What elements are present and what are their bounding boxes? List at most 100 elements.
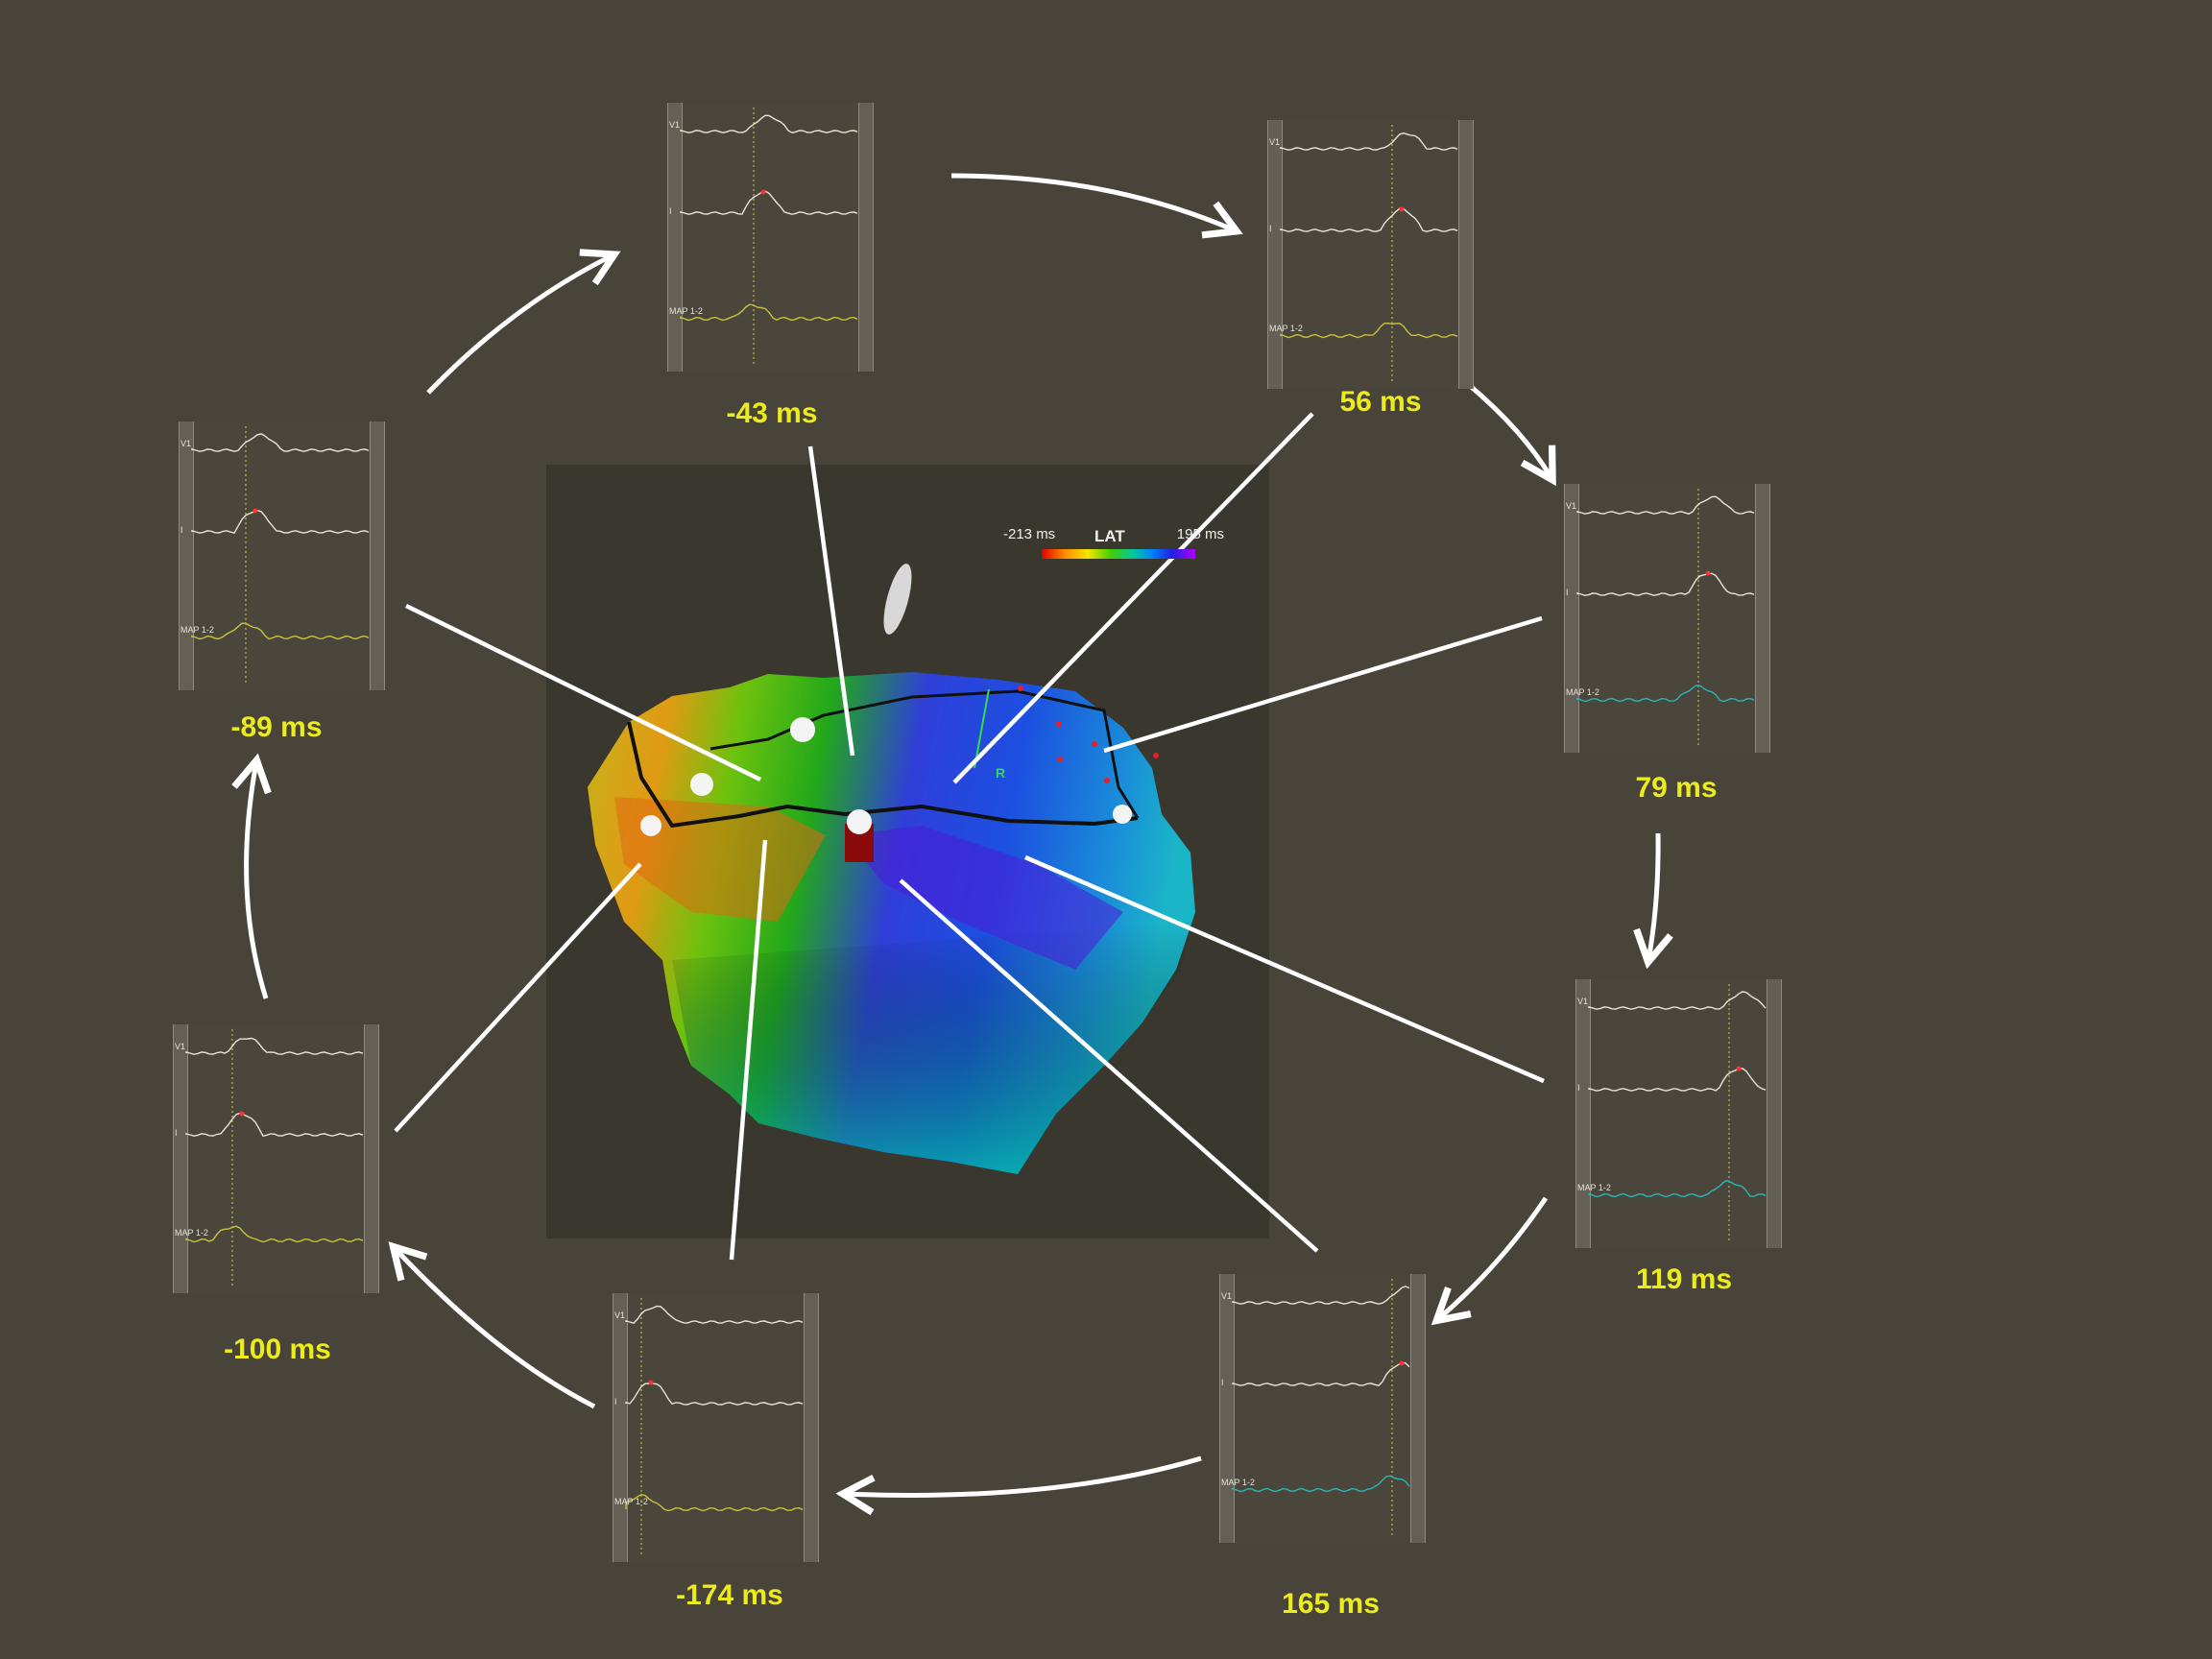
peak-marker [1705,570,1711,576]
trace-lead-i [1232,1361,1410,1386]
trace-v1 [1232,1286,1410,1305]
lead-label-lead_i: I [669,206,672,216]
trace-map [1576,685,1755,703]
lead-label-map: MAP 1-2 [1577,1183,1611,1192]
lat-color-legend: -213 ms LAT 195 ms [1003,524,1224,563]
time-label-minus174: -174 ms [676,1579,783,1611]
peak-marker [1399,206,1405,212]
trace-v1 [185,1037,364,1055]
connector-lines [394,412,1545,1261]
panel-rail-left[interactable] [613,1293,628,1562]
lead-label-v1: V1 [180,439,192,448]
time-label-minus43: -43 ms [726,397,818,429]
panel-rail-left[interactable] [1564,484,1579,753]
trace-v1 [191,433,370,452]
lead-label-map: MAP 1-2 [175,1228,208,1238]
lead-label-v1: V1 [669,120,681,130]
lead-label-v1: V1 [1577,997,1589,1006]
legend-title: LAT [1094,527,1125,545]
time-label-119: 119 ms [1635,1263,1733,1295]
lead-label-map: MAP 1-2 [1566,687,1599,697]
ecg-traces [1280,125,1458,384]
time-label-minus89: -89 ms [230,711,323,743]
lead-label-lead_i: I [1577,1083,1580,1093]
legend-max: 195 ms [1176,526,1224,542]
trace-map [185,1225,364,1243]
panel-rail-right[interactable] [364,1024,379,1293]
trace-v1 [625,1305,804,1324]
catheter-marker-label: R [996,765,1006,781]
panel-rail-right[interactable] [1458,120,1474,389]
lead-label-lead_i: I [1566,588,1569,597]
panel-rail-left[interactable] [173,1024,188,1293]
panel-rail-right[interactable] [804,1293,819,1562]
time-label-minus100: -100 ms [224,1334,331,1365]
ecg-traces [1232,1279,1410,1538]
peak-marker [252,508,258,514]
panel-rail-left[interactable] [1219,1274,1235,1543]
trace-lead-i [185,1112,364,1137]
trace-map [1588,1179,1767,1198]
lead-label-lead_i: I [1269,224,1272,233]
legend-min: -213 ms [1003,526,1056,542]
ecg-traces [1588,984,1767,1243]
lead-label-v1: V1 [614,1310,626,1320]
lead-label-map: MAP 1-2 [1269,324,1303,333]
trace-map [191,622,370,640]
lead-label-v1: V1 [175,1042,186,1051]
sequence-arrows [231,173,1673,1516]
lead-label-v1: V1 [1269,137,1281,147]
lead-label-map: MAP 1-2 [1221,1478,1255,1487]
peak-marker [1399,1360,1405,1366]
peak-marker [760,189,766,195]
trace-v1 [1576,495,1755,515]
panel-rail-right[interactable] [1410,1274,1426,1543]
peak-marker [1736,1066,1742,1071]
panel-rail-right[interactable] [1767,979,1782,1248]
panel-rail-right[interactable] [1755,484,1770,753]
lead-label-map: MAP 1-2 [180,625,214,635]
trace-v1 [1588,991,1767,1010]
panel-rail-left[interactable] [667,103,683,372]
time-label-56: 56 ms [1339,386,1422,418]
lead-label-lead_i: I [1221,1378,1224,1387]
lead-label-map: MAP 1-2 [669,306,703,316]
lead-label-lead_i: I [614,1397,617,1407]
legend-color-bar [1042,549,1195,559]
trace-map [1280,322,1458,339]
trace-map [1232,1475,1410,1493]
panel-rail-right[interactable] [370,421,385,690]
panel-rail-left[interactable] [1575,979,1591,1248]
trace-v1 [680,114,858,133]
trace-lead-i [1280,207,1458,232]
lead-label-v1: V1 [1221,1291,1233,1301]
trace-v1 [1280,132,1458,151]
trace-lead-i [625,1382,804,1406]
lat-activation-mesh[interactable] [588,561,1195,1174]
lead-label-lead_i: I [175,1128,178,1138]
trace-lead-i [1576,572,1755,596]
trace-lead-i [680,190,858,215]
lead-label-map: MAP 1-2 [614,1497,648,1506]
trace-map [625,1493,804,1512]
time-label-165: 165 ms [1282,1588,1380,1620]
time-label-79: 79 ms [1635,772,1718,804]
lead-label-lead_i: I [180,525,183,535]
trace-map [680,303,858,322]
ecg-traces [680,108,858,367]
panel-rail-left[interactable] [1267,120,1283,389]
ecg-traces [185,1029,364,1288]
panel-rail-right[interactable] [858,103,874,372]
panel-rail-left[interactable] [179,421,194,690]
trace-lead-i [191,509,370,535]
lead-label-v1: V1 [1566,501,1577,511]
